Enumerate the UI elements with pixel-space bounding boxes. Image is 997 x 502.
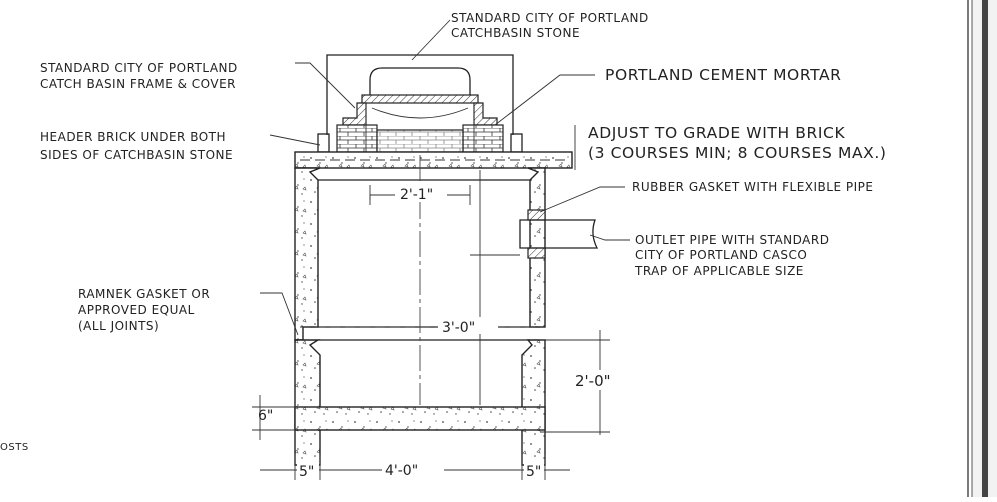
dim-riser-height: 2'-0" [575, 372, 611, 390]
label-frame-cover-1: STANDARD CITY OF PORTLAND [40, 61, 238, 75]
dim-inner-width: 3'-0" [442, 320, 475, 336]
label-catchbasin-stone-1: STANDARD CITY OF PORTLAND [451, 11, 649, 25]
label-frame-cover-2: CATCH BASIN FRAME & COVER [40, 77, 236, 91]
leader-lines [260, 19, 630, 336]
labels: STANDARD CITY OF PORTLAND CATCHBASIN STO… [0, 11, 887, 453]
dim-outer-width: 4'-0" [385, 463, 418, 479]
top-slab [294, 151, 573, 169]
dim-opening: 2'-1" [400, 187, 433, 203]
label-rubber-gasket: RUBBER GASKET WITH FLEXIBLE PIPE [632, 180, 873, 194]
dim-wall-left: 5" [299, 464, 314, 480]
label-ramnek-3: (ALL JOINTS) [78, 319, 159, 333]
label-adjust-1: ADJUST TO GRADE WITH BRICK [588, 124, 845, 142]
label-outlet-pipe-3: TRAP OF APPLICABLE SIZE [634, 264, 804, 278]
label-edge-fragment: OSTS [0, 442, 29, 453]
label-catchbasin-stone-2: CATCHBASIN STONE [451, 26, 580, 40]
label-mortar: PORTLAND CEMENT MORTAR [605, 66, 842, 84]
label-header-brick-2: SIDES OF CATCHBASIN STONE [40, 148, 233, 162]
brick-courses [336, 103, 504, 153]
label-outlet-pipe-1: OUTLET PIPE WITH STANDARD [635, 233, 829, 247]
label-ramnek-1: RAMNEK GASKET OR [78, 287, 210, 301]
dim-base-thickness: 6" [258, 408, 273, 424]
dimension-text: 2'-1" 3'-0" 2'-0" 6" 5" 4'-0" 5" [258, 185, 635, 480]
label-ramnek-2: APPROVED EQUAL [78, 303, 195, 317]
label-outlet-pipe-2: CITY OF PORTLAND CASCO [635, 248, 807, 262]
dim-wall-right: 5" [526, 464, 541, 480]
lower-section [294, 339, 546, 466]
label-adjust-2: (3 COURSES MIN; 8 COURSES MAX.) [588, 144, 887, 162]
label-header-brick-1: HEADER BRICK UNDER BOTH [40, 130, 226, 144]
catchbasin-stone [326, 54, 514, 135]
sheet-border [967, 0, 997, 497]
